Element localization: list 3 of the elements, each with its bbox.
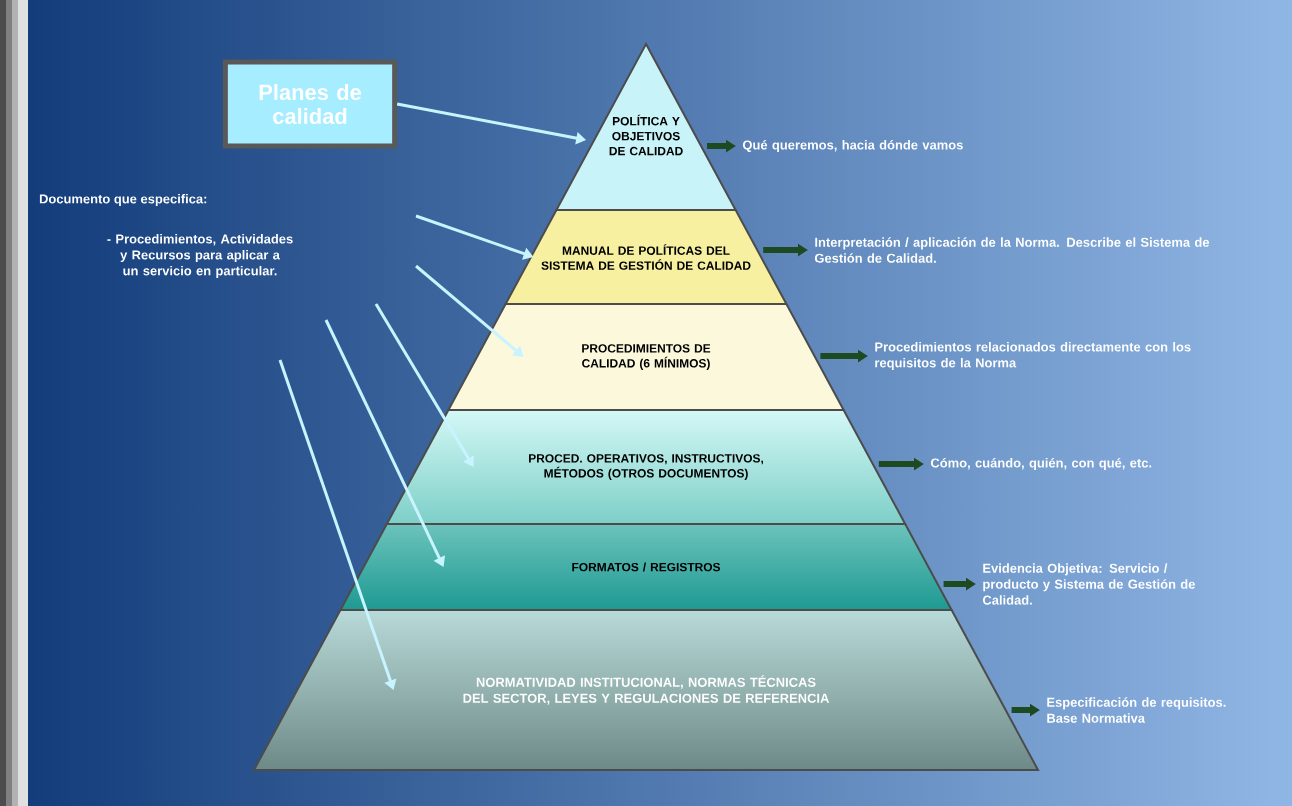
arrow xyxy=(374,303,474,467)
title-box: Planes de calidad xyxy=(222,59,398,149)
arrow xyxy=(324,319,446,567)
